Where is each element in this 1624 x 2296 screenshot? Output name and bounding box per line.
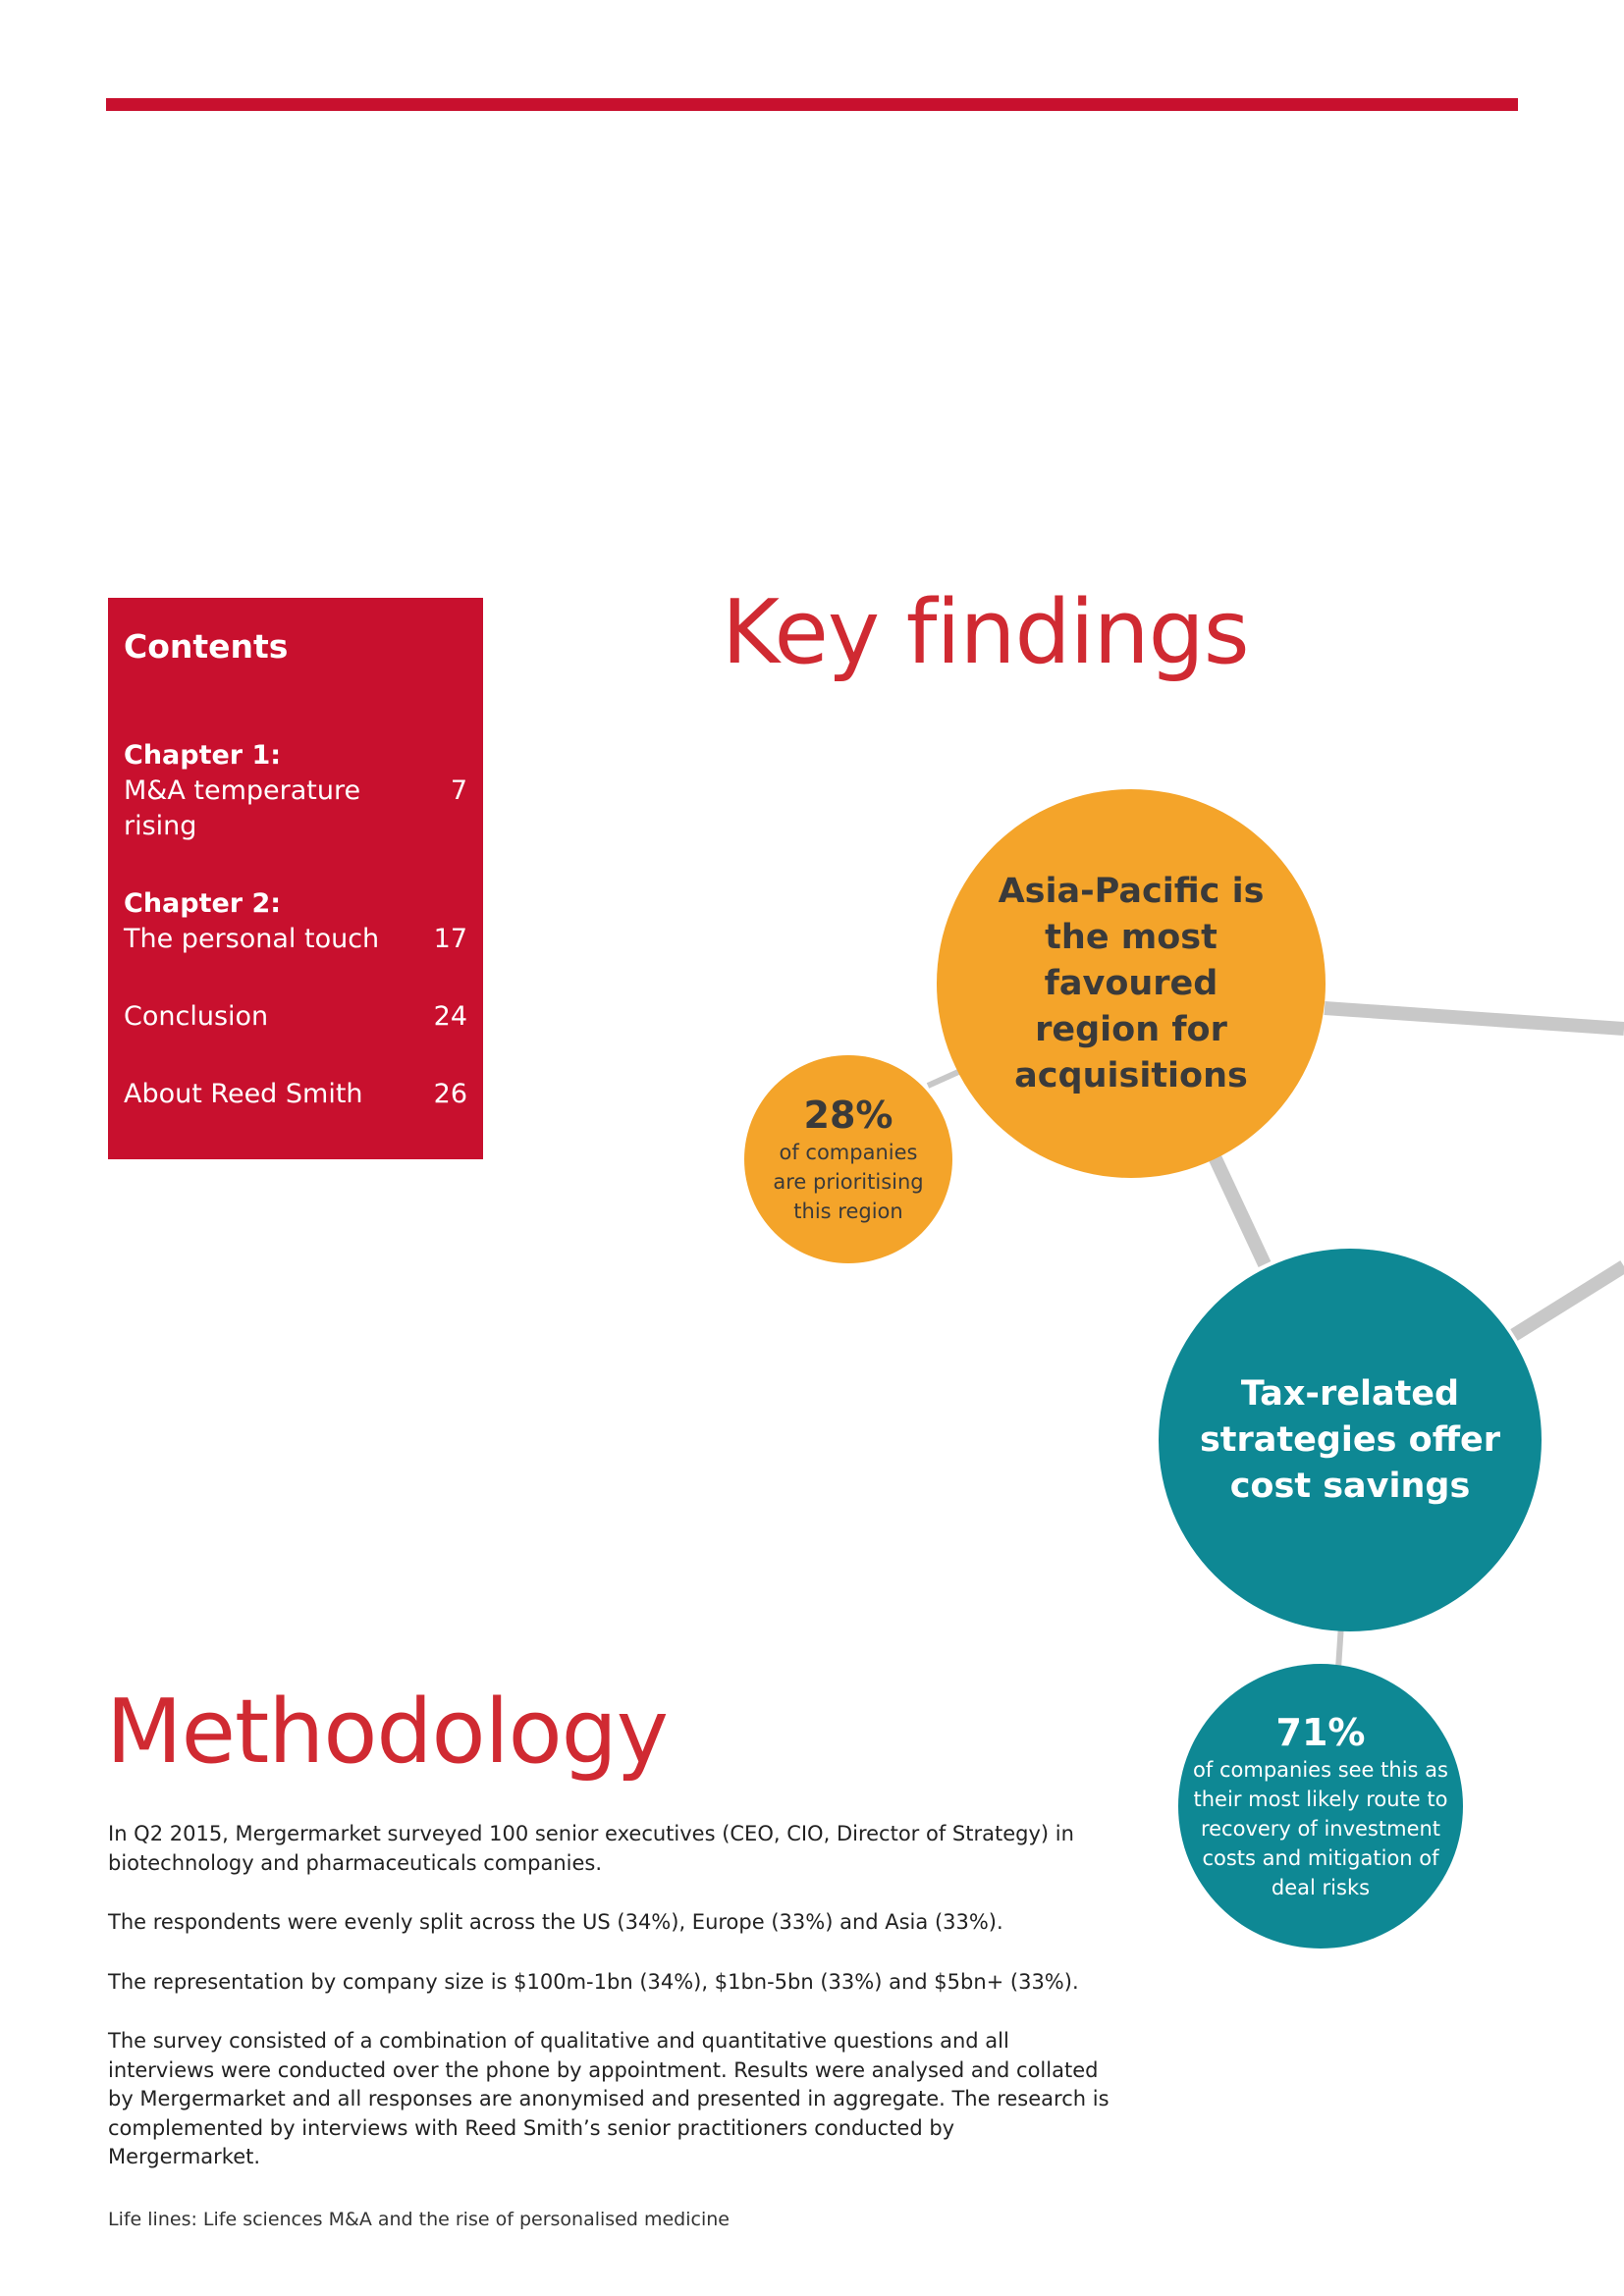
- toc-title: The personal touch: [124, 924, 380, 954]
- key-findings-heading: Key findings: [722, 581, 1250, 684]
- methodology-paragraph: The respondents were evenly split across…: [108, 1910, 1003, 1934]
- toc-title: Conclusion: [124, 1001, 269, 1032]
- methodology-paragraph: The representation by company size is $1…: [108, 1969, 1079, 1994]
- toc-title: About Reed Smith: [124, 1079, 363, 1109]
- connector-line: [1204, 1146, 1272, 1267]
- top-rule: [106, 98, 1518, 111]
- toc-page-number: 7: [450, 775, 467, 806]
- toc-page-number: 17: [433, 924, 467, 954]
- stat-text: of companies are prioritising this regio…: [773, 1141, 924, 1223]
- toc-chapter-label: Chapter 2:: [124, 888, 282, 919]
- toc-entry-chapter-2[interactable]: Chapter 2: The personal touch 17: [124, 886, 467, 957]
- toc-title: M&A temperature rising: [124, 775, 361, 841]
- connector-line: [1324, 1001, 1624, 1036]
- toc-entry-about[interactable]: About Reed Smith 26: [124, 1077, 467, 1112]
- methodology-paragraph: The survey consisted of a combination of…: [108, 2029, 1110, 2168]
- stat-28-circle: 28% of companies are prioritising this r…: [744, 1055, 952, 1263]
- methodology-body: In Q2 2015, Mergermarket surveyed 100 se…: [108, 1820, 1110, 2203]
- connector-line: [1335, 1624, 1344, 1670]
- toc-entry-chapter-1[interactable]: Chapter 1: M&A temperature rising 7: [124, 738, 467, 844]
- contents-heading: Contents: [124, 627, 289, 666]
- asia-pacific-circle: Asia-Pacific is the most favoured region…: [937, 789, 1326, 1178]
- toc-entry-conclusion[interactable]: Conclusion 24: [124, 999, 467, 1035]
- methodology-paragraph: In Q2 2015, Mergermarket surveyed 100 se…: [108, 1822, 1074, 1875]
- stat-value: 28%: [803, 1094, 893, 1137]
- methodology-heading: Methodology: [106, 1681, 669, 1784]
- connector-line: [1510, 1260, 1624, 1341]
- tax-strategies-circle: Tax-related strategies offer cost saving…: [1159, 1249, 1542, 1631]
- contents-panel: Contents Chapter 1: M&A temperature risi…: [108, 598, 483, 1159]
- stat-text: of companies see this as their most like…: [1193, 1758, 1448, 1899]
- page-footer: Life lines: Life sciences M&A and the ri…: [108, 2209, 730, 2230]
- toc-chapter-label: Chapter 1:: [124, 740, 282, 771]
- asia-pacific-text: Asia-Pacific is the most favoured region…: [998, 871, 1265, 1095]
- stat-71-circle: 71% of companies see this as their most …: [1178, 1664, 1463, 1949]
- tax-strategies-text: Tax-related strategies offer cost saving…: [1199, 1373, 1501, 1506]
- stat-value: 71%: [1275, 1711, 1366, 1754]
- toc-page-number: 24: [433, 1001, 467, 1032]
- toc-page-number: 26: [433, 1079, 467, 1109]
